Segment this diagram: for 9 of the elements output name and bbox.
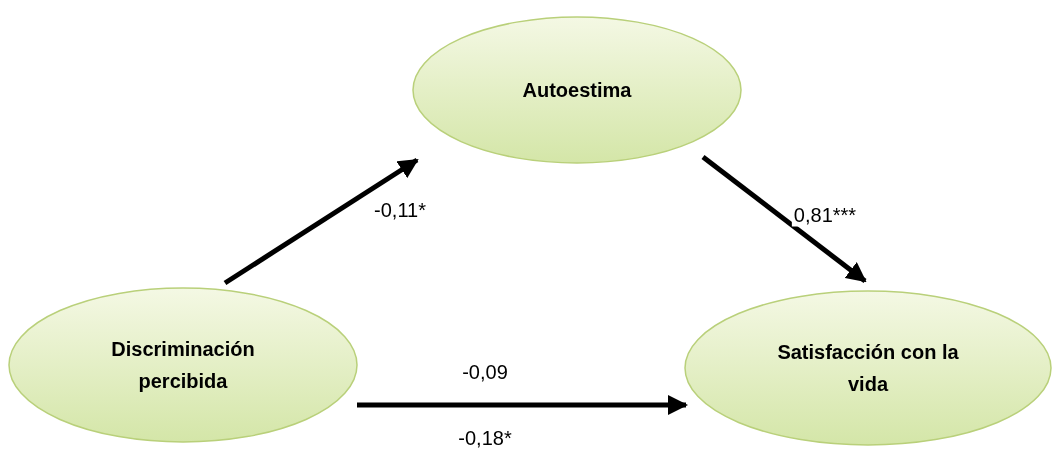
arrow (701, 155, 867, 283)
ellipse-node (8, 287, 358, 443)
node-label: Satisfacción con la vida (776, 340, 960, 397)
node-label: Discriminación percibida (110, 337, 256, 394)
arrow (223, 157, 419, 286)
ellipse-node (412, 16, 742, 164)
ellipse-node (684, 290, 1052, 446)
arrow (357, 395, 688, 415)
node-label: Autoestima (521, 78, 633, 103)
